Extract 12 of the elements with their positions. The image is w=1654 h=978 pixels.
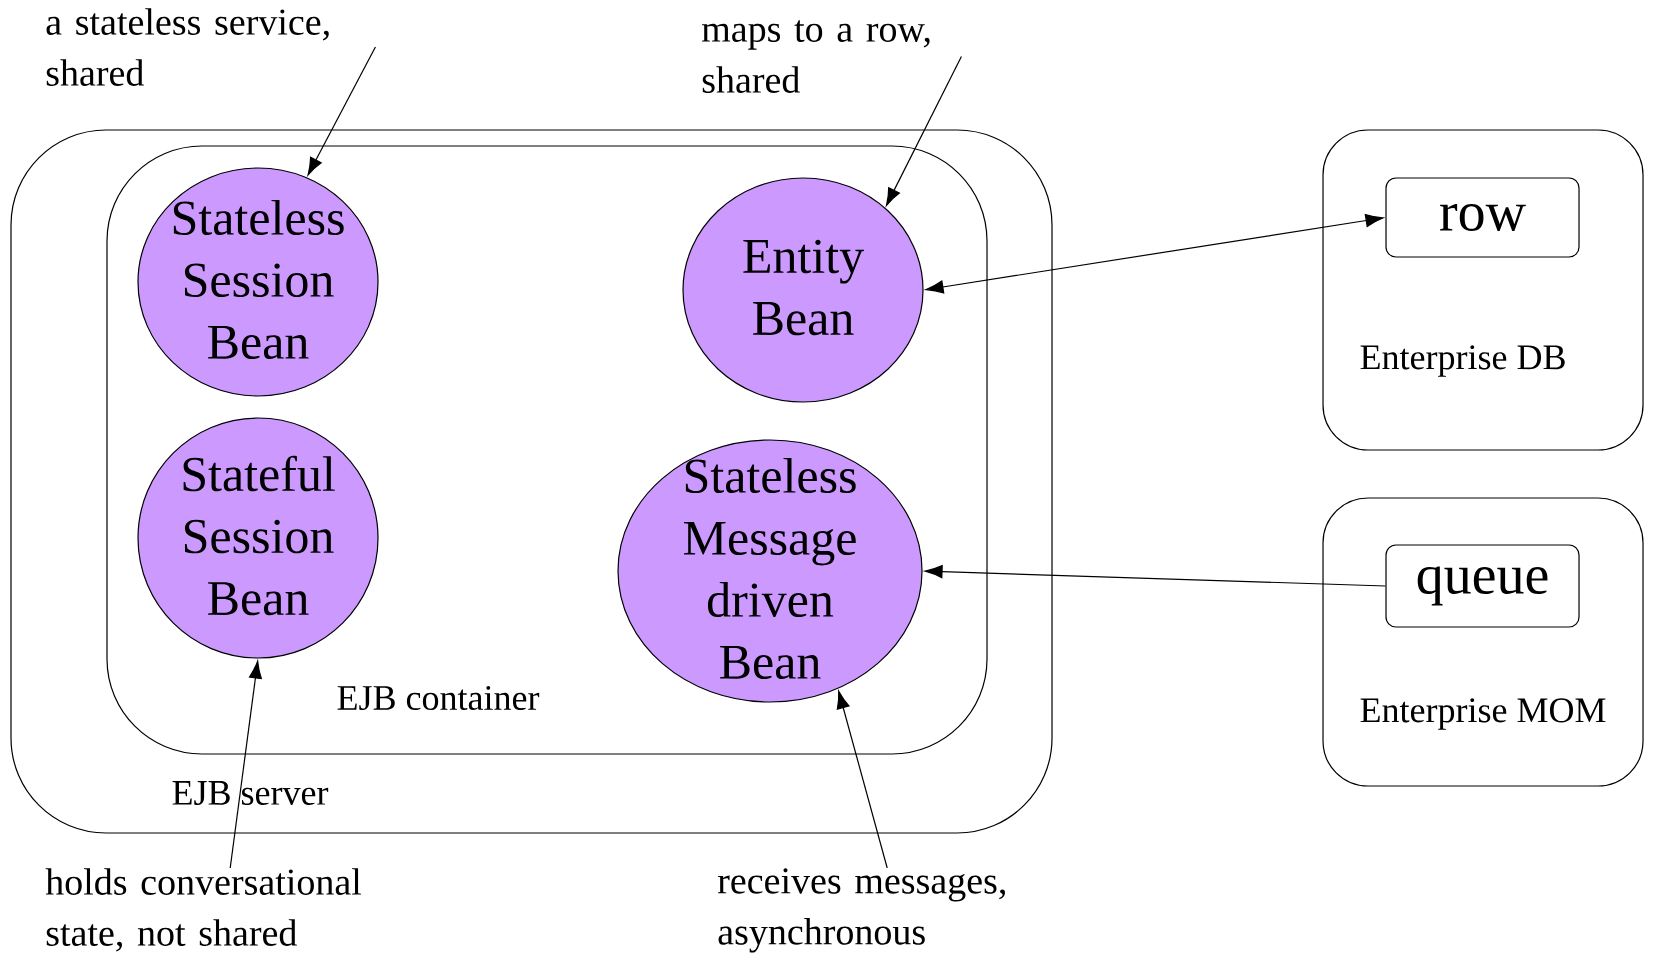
queue-box: queue — [1385, 544, 1580, 628]
annotation: a stateless service, shared — [46, 8, 329, 86]
arrow — [925, 214, 1384, 294]
annotation: receives messages, asynchronous — [718, 868, 1005, 953]
row-box: row — [1385, 177, 1580, 258]
leader-line — [836, 690, 888, 869]
leader-line — [229, 660, 262, 869]
leader-line — [307, 46, 376, 176]
annotation: holds conversational state, not shared — [45, 868, 362, 952]
leader-line — [885, 56, 962, 206]
annotation: maps to a row, shared — [702, 20, 930, 93]
arrow — [924, 565, 1386, 587]
